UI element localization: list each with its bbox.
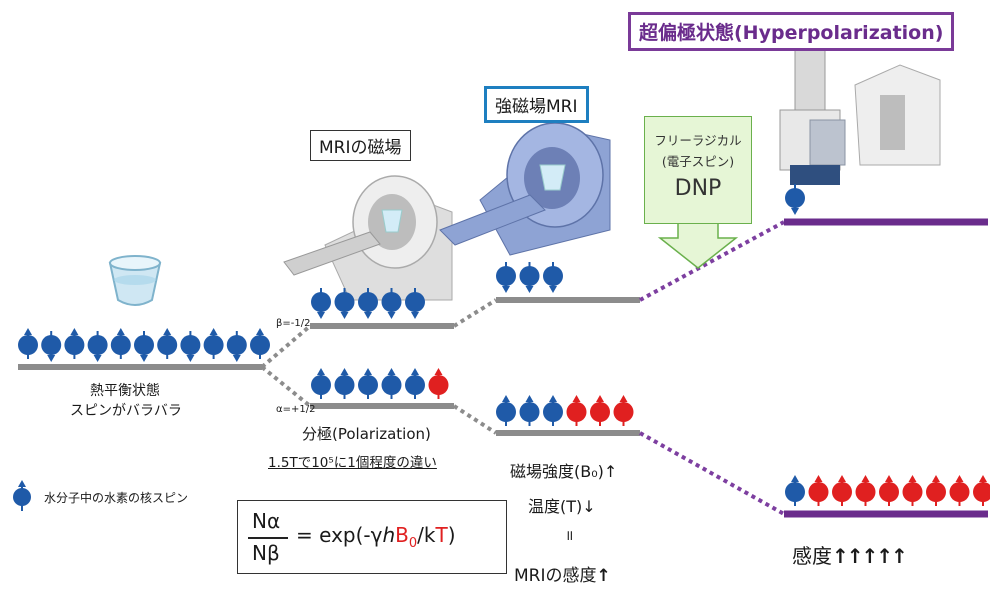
spin-thermal-2 bbox=[64, 328, 85, 359]
dnp-box: フリーラジカル (電子スピン) DNP bbox=[644, 116, 752, 224]
strong-mri-label: 強磁場MRI bbox=[484, 86, 589, 123]
formula-rhs: = exp(-γhB0/kT) bbox=[296, 523, 456, 551]
spin-hp_alpha-8 bbox=[973, 475, 990, 506]
spin-hp_alpha-2 bbox=[832, 475, 852, 506]
spin-hp_alpha-3 bbox=[855, 475, 876, 506]
spin-alpha_high-1 bbox=[519, 395, 540, 426]
formula-fraction-bar bbox=[248, 537, 288, 539]
mri-machine-image bbox=[283, 175, 453, 301]
strong-mri-machine-image bbox=[439, 122, 611, 256]
hyperpolarization-title: 超偏極状態(Hyperpolarization) bbox=[628, 12, 955, 51]
spin-thermal-7 bbox=[180, 331, 201, 362]
dnp-arrow bbox=[657, 221, 739, 269]
spin-alpha_low-4 bbox=[405, 368, 425, 399]
alpha-label: α=+1/2 bbox=[276, 404, 316, 415]
thermal-label-2: スピンがバラバラ bbox=[70, 403, 182, 419]
spin-alpha_low-0 bbox=[311, 368, 331, 399]
beta-label: β=-1/2 bbox=[276, 318, 311, 329]
spin-thermal-10 bbox=[250, 328, 270, 359]
dnp-line3: DNP bbox=[674, 176, 722, 201]
spin-alpha_high-4 bbox=[590, 395, 610, 426]
spin-alpha_low-1 bbox=[334, 368, 355, 399]
hp-dotted-down bbox=[639, 431, 785, 516]
formula-t: T bbox=[435, 523, 448, 547]
spin-thermal-6 bbox=[157, 328, 178, 359]
field-strength-label: 磁場強度(B₀)↑ bbox=[510, 462, 618, 481]
split-dotted-up bbox=[260, 324, 312, 369]
dnp-line1: フリーラジカル bbox=[654, 133, 742, 148]
mri-sensitivity-label: MRIの感度↑ bbox=[514, 561, 611, 586]
hp-dotted-up bbox=[639, 220, 785, 302]
spin-beta_low-4 bbox=[405, 288, 425, 319]
spin-thermal-1 bbox=[41, 331, 62, 362]
spin-hp_alpha-1 bbox=[808, 475, 829, 506]
thermal-label-1: 熱平衡状態 bbox=[90, 383, 160, 399]
spin-alpha_low-3 bbox=[381, 368, 402, 399]
formula-sub0: 0 bbox=[408, 536, 418, 551]
sensitivity-arrows: ↑↑↑↑↑ bbox=[832, 544, 908, 568]
legend-label: 水分子中の水素の核スピン bbox=[44, 491, 189, 505]
spin-alpha_high-2 bbox=[543, 395, 563, 426]
spin-thermal-8 bbox=[203, 328, 224, 359]
spin-hp_alpha-0 bbox=[785, 475, 805, 506]
spin-thermal-5 bbox=[134, 331, 154, 362]
sensitivity-text: 感度 bbox=[792, 544, 832, 568]
formula-b: B bbox=[395, 523, 409, 547]
formula-close: ) bbox=[447, 523, 456, 547]
spin-thermal-3 bbox=[87, 331, 108, 362]
difference-label: 1.5Tで10⁵に1個程度の違い bbox=[268, 455, 437, 471]
mri-sensitivity-text: MRIの感度 bbox=[514, 566, 597, 586]
polarization-label: 分極(Polarization) bbox=[302, 425, 431, 443]
formula-rhs-text: = exp(-γ bbox=[296, 523, 383, 547]
spin-beta_high-1 bbox=[519, 262, 540, 293]
equals-label: ॥ bbox=[565, 528, 574, 544]
formula-h: h bbox=[382, 523, 396, 547]
mri-magnet-label: MRIの磁場 bbox=[310, 130, 411, 161]
strong-dotted-down bbox=[452, 404, 498, 435]
temperature-label: 温度(T)↓ bbox=[528, 497, 596, 516]
formula-denominator: Nβ bbox=[252, 541, 280, 565]
spin-beta_high-0 bbox=[496, 262, 516, 293]
water-cup-icon bbox=[108, 255, 162, 306]
spin-beta_low-2 bbox=[358, 288, 378, 319]
spin-alpha_high-5 bbox=[613, 395, 634, 426]
spin-thermal-4 bbox=[110, 328, 131, 359]
spin-alpha_high-3 bbox=[566, 395, 587, 426]
spin-beta_low-0 bbox=[311, 288, 331, 319]
spin-hp_alpha-7 bbox=[949, 475, 970, 506]
spin-hp_beta-0 bbox=[785, 184, 805, 215]
spin-beta_low-3 bbox=[381, 288, 402, 319]
spin-thermal-0 bbox=[18, 328, 38, 359]
spin-hp_alpha-6 bbox=[926, 475, 946, 506]
legend-spin-icon bbox=[13, 480, 31, 511]
spin-layer bbox=[18, 184, 990, 506]
spin-beta_low-1 bbox=[334, 288, 355, 319]
up-arrow-icon: ↑ bbox=[596, 566, 611, 586]
spin-alpha_low-2 bbox=[358, 368, 378, 399]
split-dotted-down bbox=[260, 365, 312, 408]
spin-alpha_low-5 bbox=[428, 368, 449, 399]
spin-hp_alpha-5 bbox=[902, 475, 923, 506]
sensitivity-label: 感度↑↑↑↑↑ bbox=[792, 540, 908, 569]
spin-hp_alpha-4 bbox=[879, 475, 899, 506]
formula-numerator: Nα bbox=[252, 509, 281, 533]
strong-dotted-up bbox=[452, 298, 498, 328]
spin-alpha_high-0 bbox=[496, 395, 516, 426]
spin-thermal-9 bbox=[226, 331, 247, 362]
dnp-line2: (電子スピン) bbox=[661, 154, 735, 169]
formula-over-k: /k bbox=[417, 523, 436, 547]
spin-beta_high-2 bbox=[543, 262, 563, 293]
formula-box: Nα Nβ = exp(-γhB0/kT) bbox=[237, 500, 507, 574]
